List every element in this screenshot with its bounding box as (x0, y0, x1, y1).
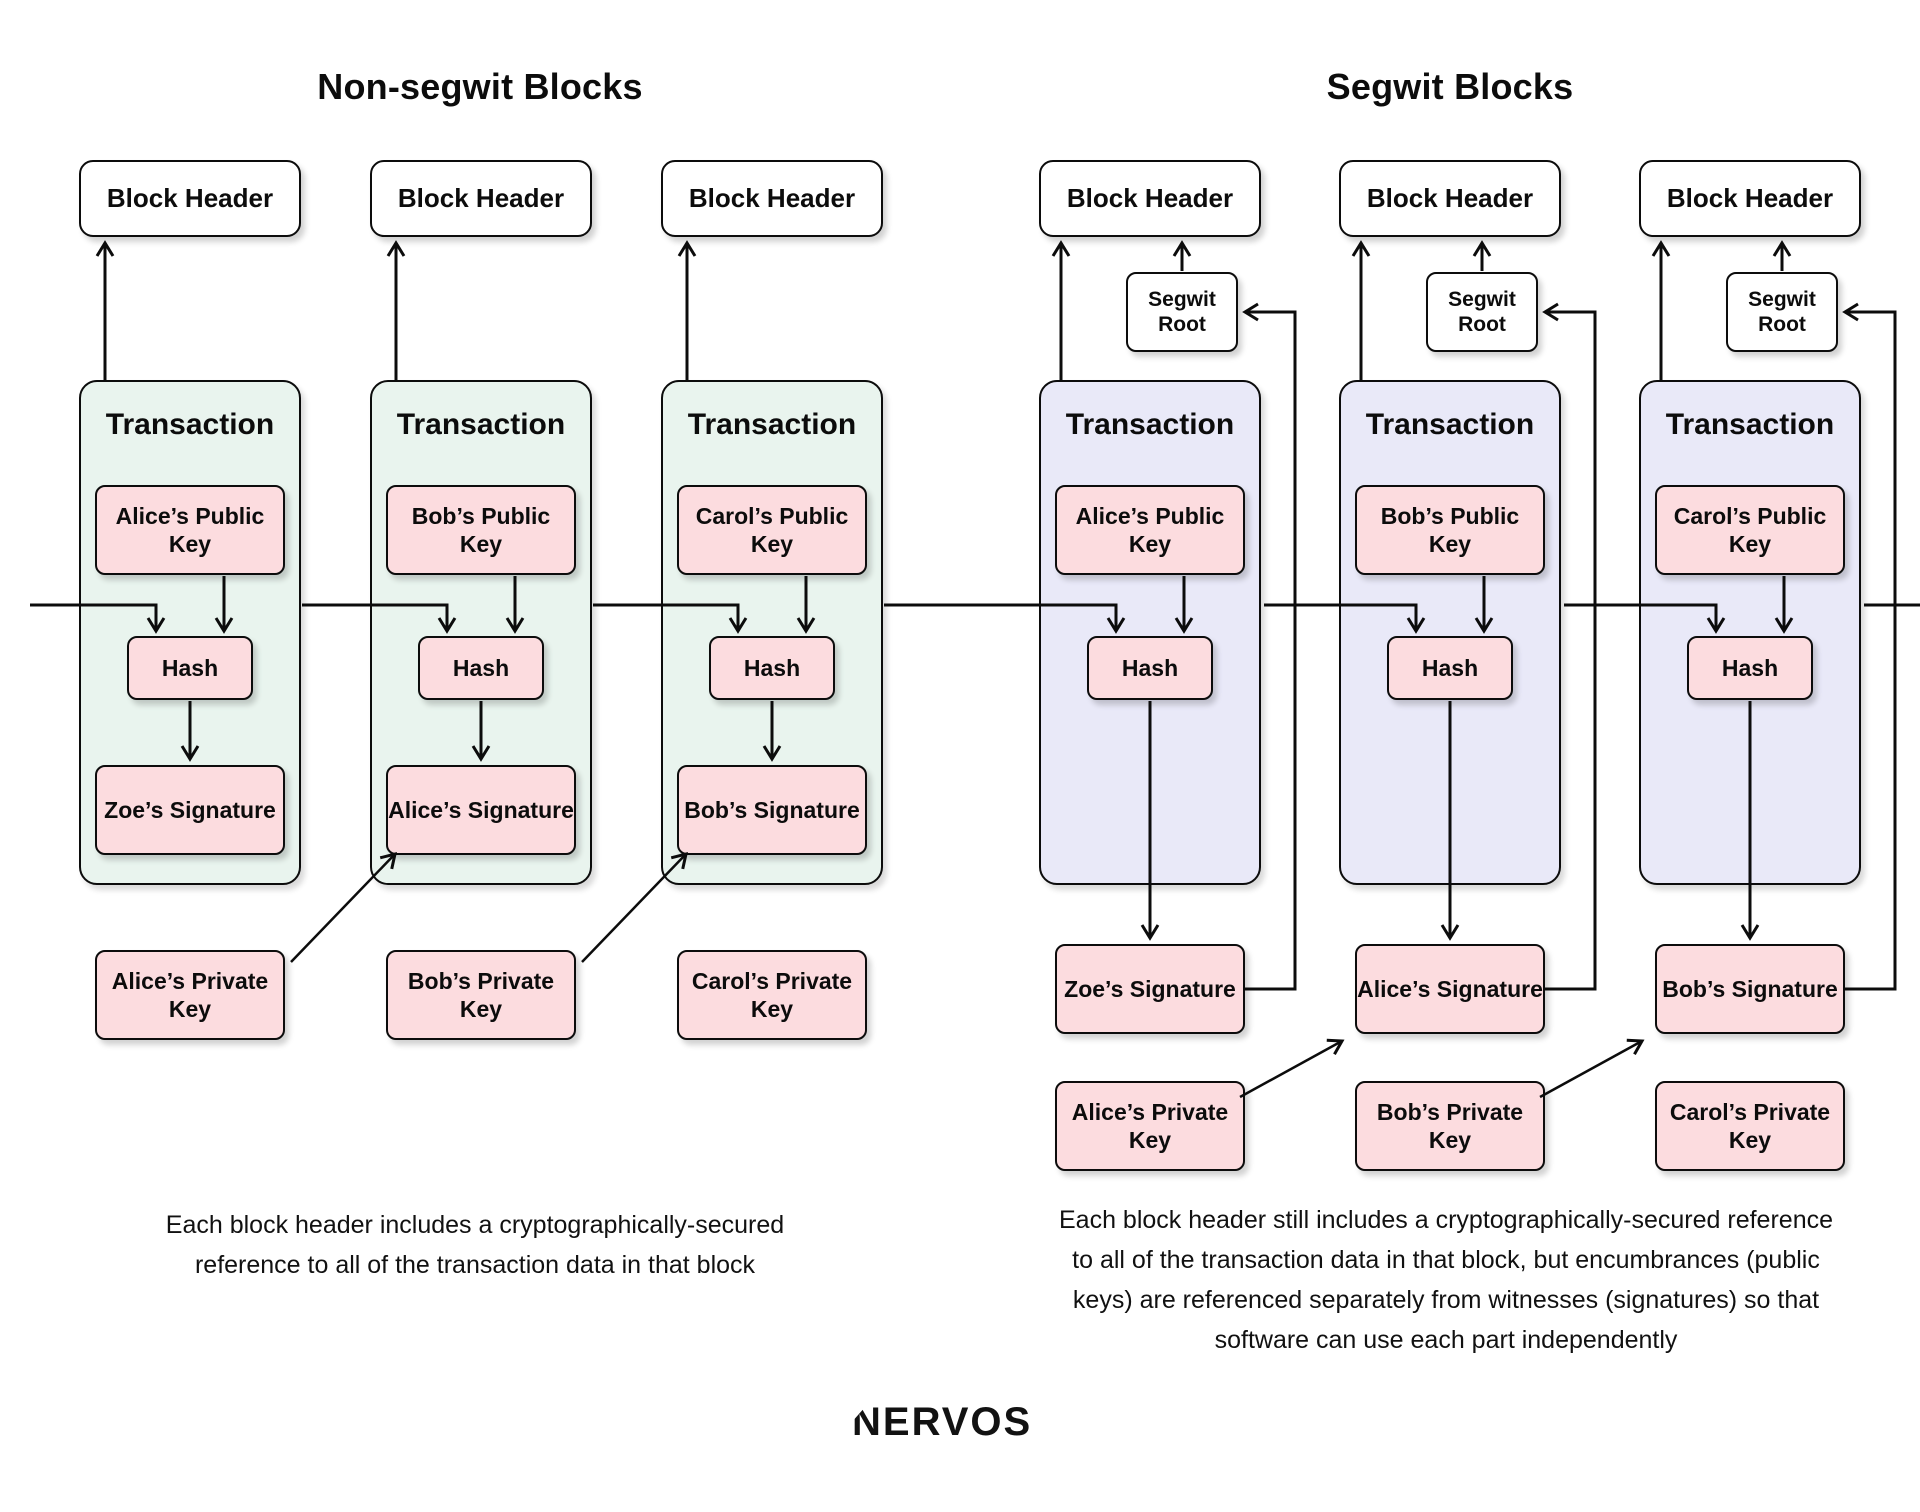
public-key-box: Bob’s Public Key (386, 485, 576, 575)
block-header-box: Block Header (661, 160, 883, 237)
right-panel-title: Segwit Blocks (1326, 66, 1574, 107)
transaction-label: Transaction (1365, 408, 1535, 441)
public-key-box: Carol’s Public Key (1655, 485, 1845, 575)
nervos-logo-text: NERVOS (852, 1400, 1033, 1444)
signature-box: Bob’s Signature (1655, 944, 1845, 1034)
hash-box: Hash (1387, 636, 1513, 700)
block-header-box: Block Header (79, 160, 301, 237)
hash-box: Hash (1687, 636, 1813, 700)
block-header-box: Block Header (370, 160, 592, 237)
private-key-box: Carol’s Private Key (1655, 1081, 1845, 1171)
hash-box: Hash (418, 636, 544, 700)
transaction-label: Transaction (105, 408, 275, 441)
transaction-label: Transaction (1065, 408, 1235, 441)
hash-box: Hash (709, 636, 835, 700)
transaction-label: Transaction (1665, 408, 1835, 441)
caption-line: keys) are referenced separately from wit… (1072, 1286, 1820, 1314)
transaction-label: Transaction (687, 408, 857, 441)
private-key-box: Alice’s Private Key (1055, 1081, 1245, 1171)
right-panel-caption: Each block header still includes a crypt… (1000, 1200, 1892, 1360)
nonsegwit-column-3: Block Header Transaction Carol’s Public … (661, 0, 883, 1512)
block-header-box: Block Header (1339, 160, 1561, 237)
nervos-logo-n-cut (851, 1406, 866, 1423)
left-panel-caption: Each block header includes a cryptograph… (115, 1205, 835, 1285)
left-panel-title: Non-segwit Blocks (317, 66, 643, 107)
signature-box: Bob’s Signature (677, 765, 867, 855)
transaction-box: Transaction (1039, 380, 1261, 885)
private-key-box: Alice’s Private Key (95, 950, 285, 1040)
nervos-logo: NERVOS (851, 1400, 1072, 1448)
caption-line: Each block header includes a cryptograph… (165, 1211, 785, 1239)
caption-line: to all of the transaction data in that b… (1072, 1246, 1820, 1274)
segwit-root-box: Segwit Root (1426, 272, 1538, 352)
private-key-box: Carol’s Private Key (677, 950, 867, 1040)
nonsegwit-column-1: Block Header Transaction Alice’s Public … (79, 0, 301, 1512)
signature-box: Alice’s Signature (1355, 944, 1545, 1034)
hash-box: Hash (127, 636, 253, 700)
block-header-box: Block Header (1639, 160, 1861, 237)
caption-line: Each block header still includes a crypt… (1058, 1206, 1833, 1234)
caption-line: reference to all of the transaction data… (194, 1251, 756, 1279)
transaction-box: Transaction (1339, 380, 1561, 885)
segwit-column-2: Block Header Segwit Root Transaction Bob… (1339, 0, 1561, 1512)
signature-box: Zoe’s Signature (95, 765, 285, 855)
public-key-box: Alice’s Public Key (95, 485, 285, 575)
private-key-box: Bob’s Private Key (1355, 1081, 1545, 1171)
public-key-box: Carol’s Public Key (677, 485, 867, 575)
transaction-label: Transaction (396, 408, 566, 441)
public-key-box: Bob’s Public Key (1355, 485, 1545, 575)
private-key-box: Bob’s Private Key (386, 950, 576, 1040)
segwit-root-box: Segwit Root (1126, 272, 1238, 352)
nonsegwit-column-2: Block Header Transaction Bob’s Public Ke… (370, 0, 592, 1512)
hash-box: Hash (1087, 636, 1213, 700)
transaction-box: Transaction (1639, 380, 1861, 885)
block-header-box: Block Header (1039, 160, 1261, 237)
caption-line: software can use each part independently (1214, 1326, 1678, 1354)
signature-box: Zoe’s Signature (1055, 944, 1245, 1034)
segwit-root-box: Segwit Root (1726, 272, 1838, 352)
signature-box: Alice’s Signature (386, 765, 576, 855)
public-key-box: Alice’s Public Key (1055, 485, 1245, 575)
